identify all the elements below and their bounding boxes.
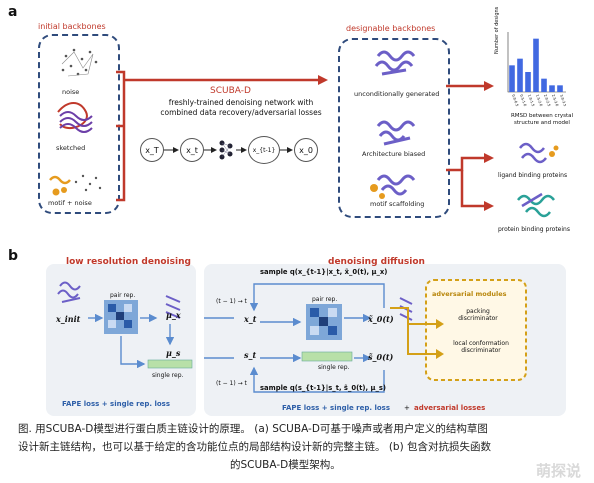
chart-xlabel-2: structure and model bbox=[514, 120, 570, 126]
panel-b-letter: b bbox=[8, 248, 19, 264]
pair-rep-label-left: pair rep. bbox=[110, 292, 136, 299]
center-red-arrow bbox=[124, 75, 328, 85]
caption-line-1: 图. 用SCUBA-D模型进行蛋白质主链设计的原理。 (a) SCUBA-D可基… bbox=[18, 423, 488, 435]
tick-label-5: 2.5-3.0 bbox=[551, 94, 559, 107]
diffusion-diagram bbox=[204, 279, 527, 393]
designable-backbones-title: designable backbones bbox=[346, 24, 436, 33]
step-top-label: (t − 1) → t bbox=[216, 298, 247, 305]
mu-x-label: μ_x bbox=[166, 310, 181, 320]
bar-2 bbox=[525, 72, 531, 92]
scuba-d-title: SCUBA-D bbox=[210, 86, 251, 96]
bar-0 bbox=[509, 65, 515, 92]
tick-label-0: 0.0-0.5 bbox=[511, 94, 519, 107]
right-item-ligand: ligand binding proteins bbox=[498, 172, 568, 179]
designable-arrows bbox=[446, 81, 494, 211]
designable-item-motif: motif scaffolding bbox=[370, 200, 425, 208]
caption-line-3: 的SCUBA-D模型架构。 bbox=[230, 459, 341, 471]
diffusion-title: denoising diffusion bbox=[328, 257, 425, 267]
single-rep-label-right: single rep. bbox=[318, 364, 350, 371]
right-loss-label: FAPE loss + single rep. loss bbox=[282, 404, 391, 412]
tick-label-2: 1.0-1.5 bbox=[527, 94, 535, 107]
bar-3 bbox=[533, 38, 539, 92]
bar-6 bbox=[557, 85, 563, 92]
panel-a-letter: a bbox=[8, 4, 18, 20]
pair-rep-label-right: pair rep. bbox=[312, 296, 338, 303]
xt-label: x_t bbox=[244, 314, 257, 324]
chart-ylabel: Number of designs bbox=[494, 6, 500, 54]
bar-1 bbox=[517, 58, 523, 92]
low-res-title: low resolution denoising bbox=[66, 257, 191, 267]
binding-proteins-art bbox=[517, 142, 559, 218]
right-item-protein: protein binding proteins bbox=[498, 226, 570, 233]
initial-item-motif-noise: motif + noise bbox=[48, 199, 92, 207]
chart-xlabel-1: RMSD between crystal bbox=[510, 113, 574, 119]
sample-top-label: sample q(x_{t-1}|x_t, x̃_0(t), μ_x) bbox=[260, 268, 388, 276]
low-res-diagram bbox=[57, 281, 193, 369]
initial-item-sketched: sketched bbox=[56, 144, 86, 152]
node-xt-1: x_{t-1} bbox=[248, 136, 280, 164]
designable-item-unconditional: unconditionally generated bbox=[354, 90, 440, 98]
denoising-chain bbox=[162, 140, 293, 160]
scuba-d-desc-2: combined data recovery/adversarial losse… bbox=[160, 108, 322, 117]
designable-backbones-box bbox=[338, 38, 450, 218]
bar-4 bbox=[541, 78, 547, 92]
designable-backbones-art bbox=[370, 50, 416, 199]
step-bottom-label: (t − 1) → t bbox=[216, 380, 247, 387]
mu-s-label: μ_s bbox=[166, 348, 181, 358]
caption-line-2: 设计新主链结构，也可以基于给定的含功能位点的局部结构设计新的完整主链。 (b) … bbox=[18, 441, 492, 453]
node-xT: x_T bbox=[140, 138, 164, 162]
watermark: 萌探说 bbox=[536, 462, 582, 480]
adv-item-packing: packing discriminator bbox=[458, 308, 498, 322]
node-xt: x_t bbox=[180, 138, 204, 162]
initial-arrows bbox=[116, 70, 126, 202]
left-loss-label: FAPE loss + single rep. loss bbox=[62, 400, 171, 408]
s0-hat-label: s̃_0(t) bbox=[368, 352, 394, 362]
node-x0: x_0 bbox=[294, 138, 318, 162]
initial-backbones-box bbox=[38, 34, 120, 214]
st-label: s_t bbox=[244, 350, 257, 360]
x-init-label: x_init bbox=[56, 314, 81, 324]
single-rep-label-left: single rep. bbox=[152, 372, 184, 379]
adv-item-local: local conformation discriminator bbox=[453, 340, 509, 354]
loss-plus: + bbox=[404, 404, 410, 412]
adv-loss-label: adversarial losses bbox=[414, 404, 486, 412]
bar-5 bbox=[549, 85, 555, 92]
adv-module-title: adversarial modules bbox=[432, 290, 507, 298]
initial-backbones-title: initial backbones bbox=[38, 22, 106, 31]
designable-item-architecture: Architecture biased bbox=[362, 150, 426, 158]
x0-hat-label: x̃_0(t) bbox=[368, 314, 394, 324]
scuba-d-desc-1: freshly-trained denoising network with bbox=[168, 98, 314, 107]
initial-backbones-art bbox=[49, 48, 102, 196]
tick-label-4: 2.0-2.5 bbox=[543, 94, 551, 107]
tick-label-6: 3.0-3.5 bbox=[559, 94, 566, 107]
initial-item-noise: noise bbox=[62, 88, 80, 96]
tick-label-1: 0.5-1.0 bbox=[519, 94, 527, 107]
tick-label-3: 1.5-2.0 bbox=[535, 94, 543, 107]
sample-bottom-label: sample q(s_{t-1}|s_t, s̃_0(t), μ_s) bbox=[260, 384, 387, 392]
